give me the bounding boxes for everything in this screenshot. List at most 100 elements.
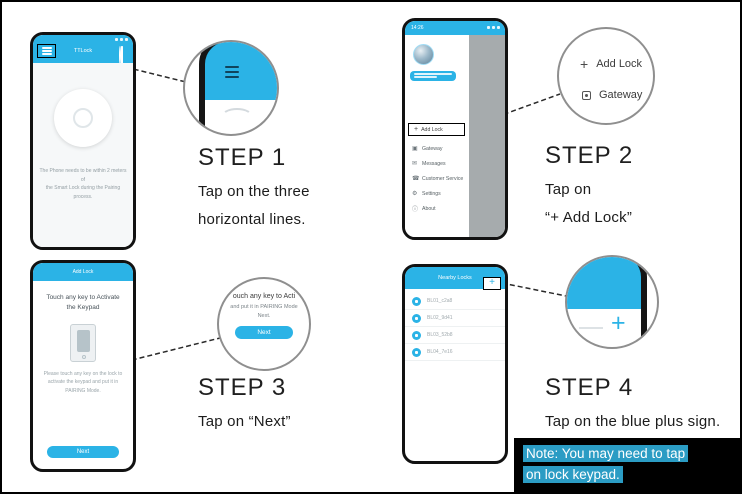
step4-block: STEP 4 Tap on the blue plus sign.	[545, 374, 720, 430]
unlock-circle-arc	[221, 108, 253, 126]
step3-line1: Tap on “Next”	[198, 413, 291, 430]
instruction-line3: PAIRING Mode.	[65, 387, 101, 394]
step3-block: STEP 3 Tap on “Next”	[198, 374, 291, 430]
hamburger-menu-icon-zoom	[225, 63, 239, 81]
step1-line1: Tap on the three	[198, 183, 310, 200]
zoom-callout-add-lock: + Add Lock Gateway	[557, 27, 655, 125]
zoom-callout-plus: +	[565, 255, 659, 349]
phone-screenshot-step4: Nearby Locks + BL01_c2a8 BL02_9d41 BL03_…	[402, 264, 508, 464]
lock-name: BL02_9d41	[427, 315, 453, 321]
step3-title: STEP 3	[198, 374, 287, 401]
drawer-menu-item[interactable]: ▣ Gateway	[405, 141, 469, 156]
lock-name: BL03_52b8	[427, 332, 453, 338]
dimmed-background	[469, 35, 505, 237]
step1-block: STEP 1 Tap on the three horizontal lines…	[198, 144, 310, 228]
about-icon: ⓘ	[412, 207, 419, 213]
lock-button-graphic	[82, 354, 86, 359]
unlock-button-circle[interactable]	[54, 89, 112, 147]
menu-label: About	[422, 205, 436, 212]
phone-frame-corner	[199, 42, 277, 134]
drawer-menu-item[interactable]: ⚙ Settings	[405, 186, 469, 201]
blue-plus-icon-zoom: +	[611, 309, 626, 337]
menu-label: Gateway	[422, 145, 443, 152]
phone-screenshot-step2: 14:26 + Add Lock ▣ Gateway ✉	[402, 18, 508, 240]
status-icons	[115, 38, 128, 41]
status-bar: 14:26	[405, 21, 505, 35]
next-button-zoom[interactable]: Next	[235, 326, 293, 339]
lock-icon	[412, 314, 421, 323]
step2-line1: Tap on	[545, 181, 592, 198]
lock-icon	[412, 348, 421, 357]
add-lock-option[interactable]: + Add Lock	[580, 56, 642, 72]
instruction-line2: activate the keypad and put it in	[47, 379, 119, 386]
add-lock-menu-item[interactable]: Add Lock	[421, 126, 443, 133]
drawer-menu-item[interactable]: ✉ Messages	[405, 156, 469, 171]
gateway-option[interactable]: Gateway	[580, 89, 642, 101]
app-title: TTLock	[73, 48, 93, 54]
page-title: Nearby Locks	[438, 275, 472, 281]
lock-list-item[interactable]: BL03_52b8	[405, 327, 505, 344]
username-chip[interactable]	[410, 71, 456, 81]
plus-icon: +	[580, 56, 589, 72]
page-title: Add Lock	[72, 269, 94, 275]
lock-list-item[interactable]: BL01_c2a8	[405, 293, 505, 310]
step4-title: STEP 4	[545, 374, 634, 401]
gateway-label: Gateway	[599, 89, 643, 101]
note-line2: on lock keypad.	[523, 465, 623, 483]
add-lock-label: Add Lock	[596, 58, 643, 70]
home-caption-line1: The Phone needs to be within 2 meters of	[39, 168, 127, 183]
zoom-text-line3: Next.	[257, 313, 271, 319]
plus-icon: +	[414, 126, 419, 133]
pairing-instructions: Please touch any key on the lock to acti…	[33, 370, 133, 396]
zoom-text-line2: and put it in PAIRING Mode	[230, 304, 298, 310]
lock-list-item[interactable]: BL02_9d41	[405, 310, 505, 327]
add-lock-annotation-box: + Add Lock	[408, 123, 465, 136]
home-caption: The Phone needs to be within 2 meters of…	[38, 167, 128, 201]
step2-title: STEP 2	[545, 142, 634, 169]
status-icons	[487, 26, 500, 29]
zoom-callout-hamburger	[183, 40, 279, 136]
app-header: Add Lock	[33, 263, 133, 281]
phone-screenshot-step3: Add Lock Touch any key to Activate the K…	[30, 260, 136, 472]
menu-label: Messages	[422, 160, 446, 167]
home-screen-body: The Phone needs to be within 2 meters of…	[33, 63, 133, 247]
lock-icon	[412, 331, 421, 340]
drawer-screen: + Add Lock ▣ Gateway ✉ Messages ☎ Custom…	[405, 35, 505, 237]
step2-line2: “+ Add Lock”	[545, 209, 633, 226]
keypad-graphic	[77, 329, 90, 352]
drawer-menu-item[interactable]: ⓘ About	[405, 201, 469, 216]
lock-name: BL01_c2a8	[427, 298, 453, 304]
instruction-line1: Please touch any key on the lock to	[43, 370, 123, 377]
drawer-menu-item[interactable]: ☎ Customer Service	[405, 171, 469, 186]
lock-icon	[412, 297, 421, 306]
messages-icon: ✉	[412, 161, 418, 167]
settings-icon: ⚙	[412, 191, 418, 197]
heading-line1: Touch any key to Activate	[46, 294, 120, 301]
hamburger-menu-icon[interactable]	[41, 45, 52, 56]
gateway-icon	[582, 90, 591, 100]
plus-annotation-box: +	[483, 277, 501, 290]
step1-title: STEP 1	[198, 144, 287, 171]
zoom-text-line1: ouch any key to Acti	[232, 293, 296, 300]
note-line1: Note: You may need to tap	[523, 445, 689, 462]
avatar[interactable]	[413, 44, 434, 65]
next-button[interactable]: Next	[47, 446, 119, 458]
heading-line2: the Keypad	[66, 304, 100, 312]
lock-image	[70, 323, 96, 362]
step1-line2: horizontal lines.	[198, 211, 306, 228]
blue-plus-icon[interactable]: +	[489, 277, 495, 288]
app-header: TTLock	[33, 35, 133, 65]
drawer-menu: ▣ Gateway ✉ Messages ☎ Customer Service …	[405, 141, 469, 216]
lock-name: BL04_7e16	[427, 349, 453, 355]
app-header: Nearby Locks	[405, 267, 505, 289]
list-separator-zoom	[579, 327, 603, 329]
step4-line1: Tap on the blue plus sign.	[545, 413, 721, 430]
gateway-icon: ▣	[412, 146, 418, 152]
customer-service-icon: ☎	[412, 176, 420, 182]
phone-screenshot-step1: TTLock The Phone needs to be within 2 me…	[30, 32, 136, 250]
phone-frame-corner	[571, 257, 647, 347]
activate-keypad-heading: Touch any key to Activate the Keypad	[33, 293, 133, 314]
hamburger-annotation-box	[37, 44, 56, 58]
lock-list-item[interactable]: BL04_7e16	[405, 344, 505, 361]
